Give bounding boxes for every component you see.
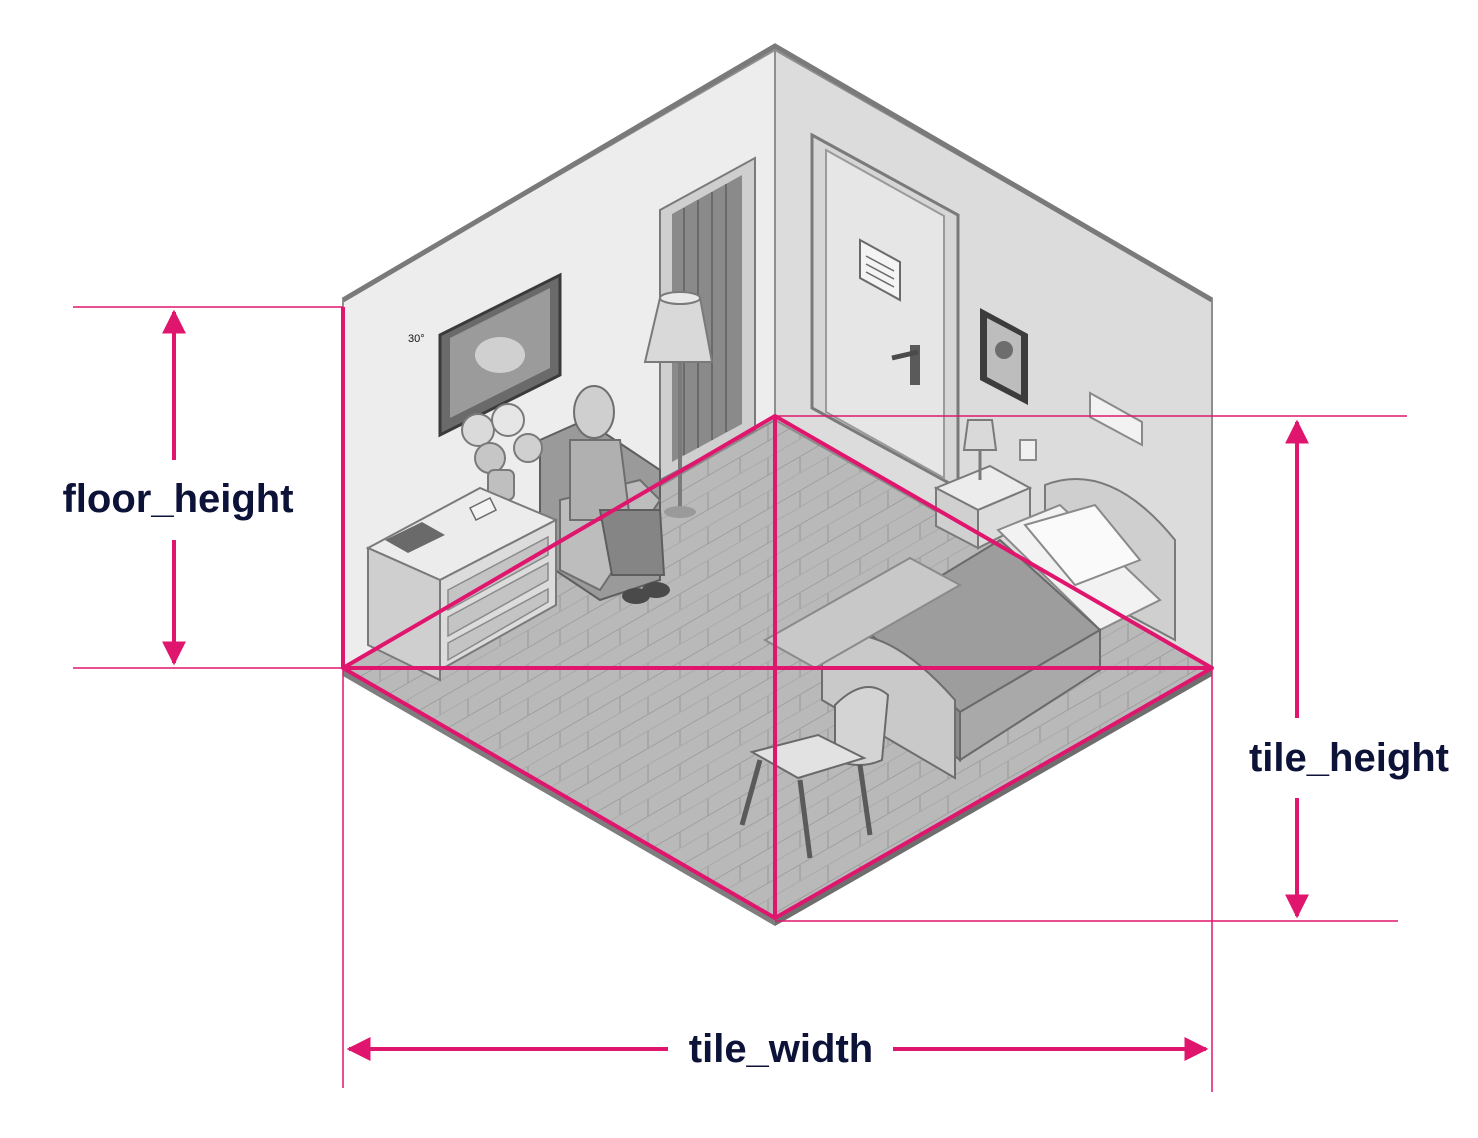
tile-width-label: tile_width	[689, 1027, 873, 1071]
light-switch	[1019, 439, 1037, 461]
entry-door	[810, 132, 960, 491]
dimension-overlay: floor_height tile_height tile_width	[62, 306, 1449, 1092]
portrait-frame	[980, 308, 1028, 405]
nightstand	[933, 419, 1033, 550]
tile-height-label: tile_height	[1249, 736, 1449, 780]
armchair-with-person	[539, 385, 670, 604]
flower-vase	[461, 403, 543, 501]
dresser	[365, 486, 559, 682]
room-illustration: 30°	[340, 43, 1215, 926]
floor-lamp	[643, 291, 714, 518]
chair	[739, 686, 890, 859]
flower-painting	[438, 272, 562, 438]
wall-panel	[1089, 391, 1143, 447]
angle-label: 30°	[408, 333, 425, 345]
wall-top-edge	[341, 43, 1214, 303]
rug	[762, 556, 963, 670]
floor-height-label: floor_height	[62, 477, 293, 521]
